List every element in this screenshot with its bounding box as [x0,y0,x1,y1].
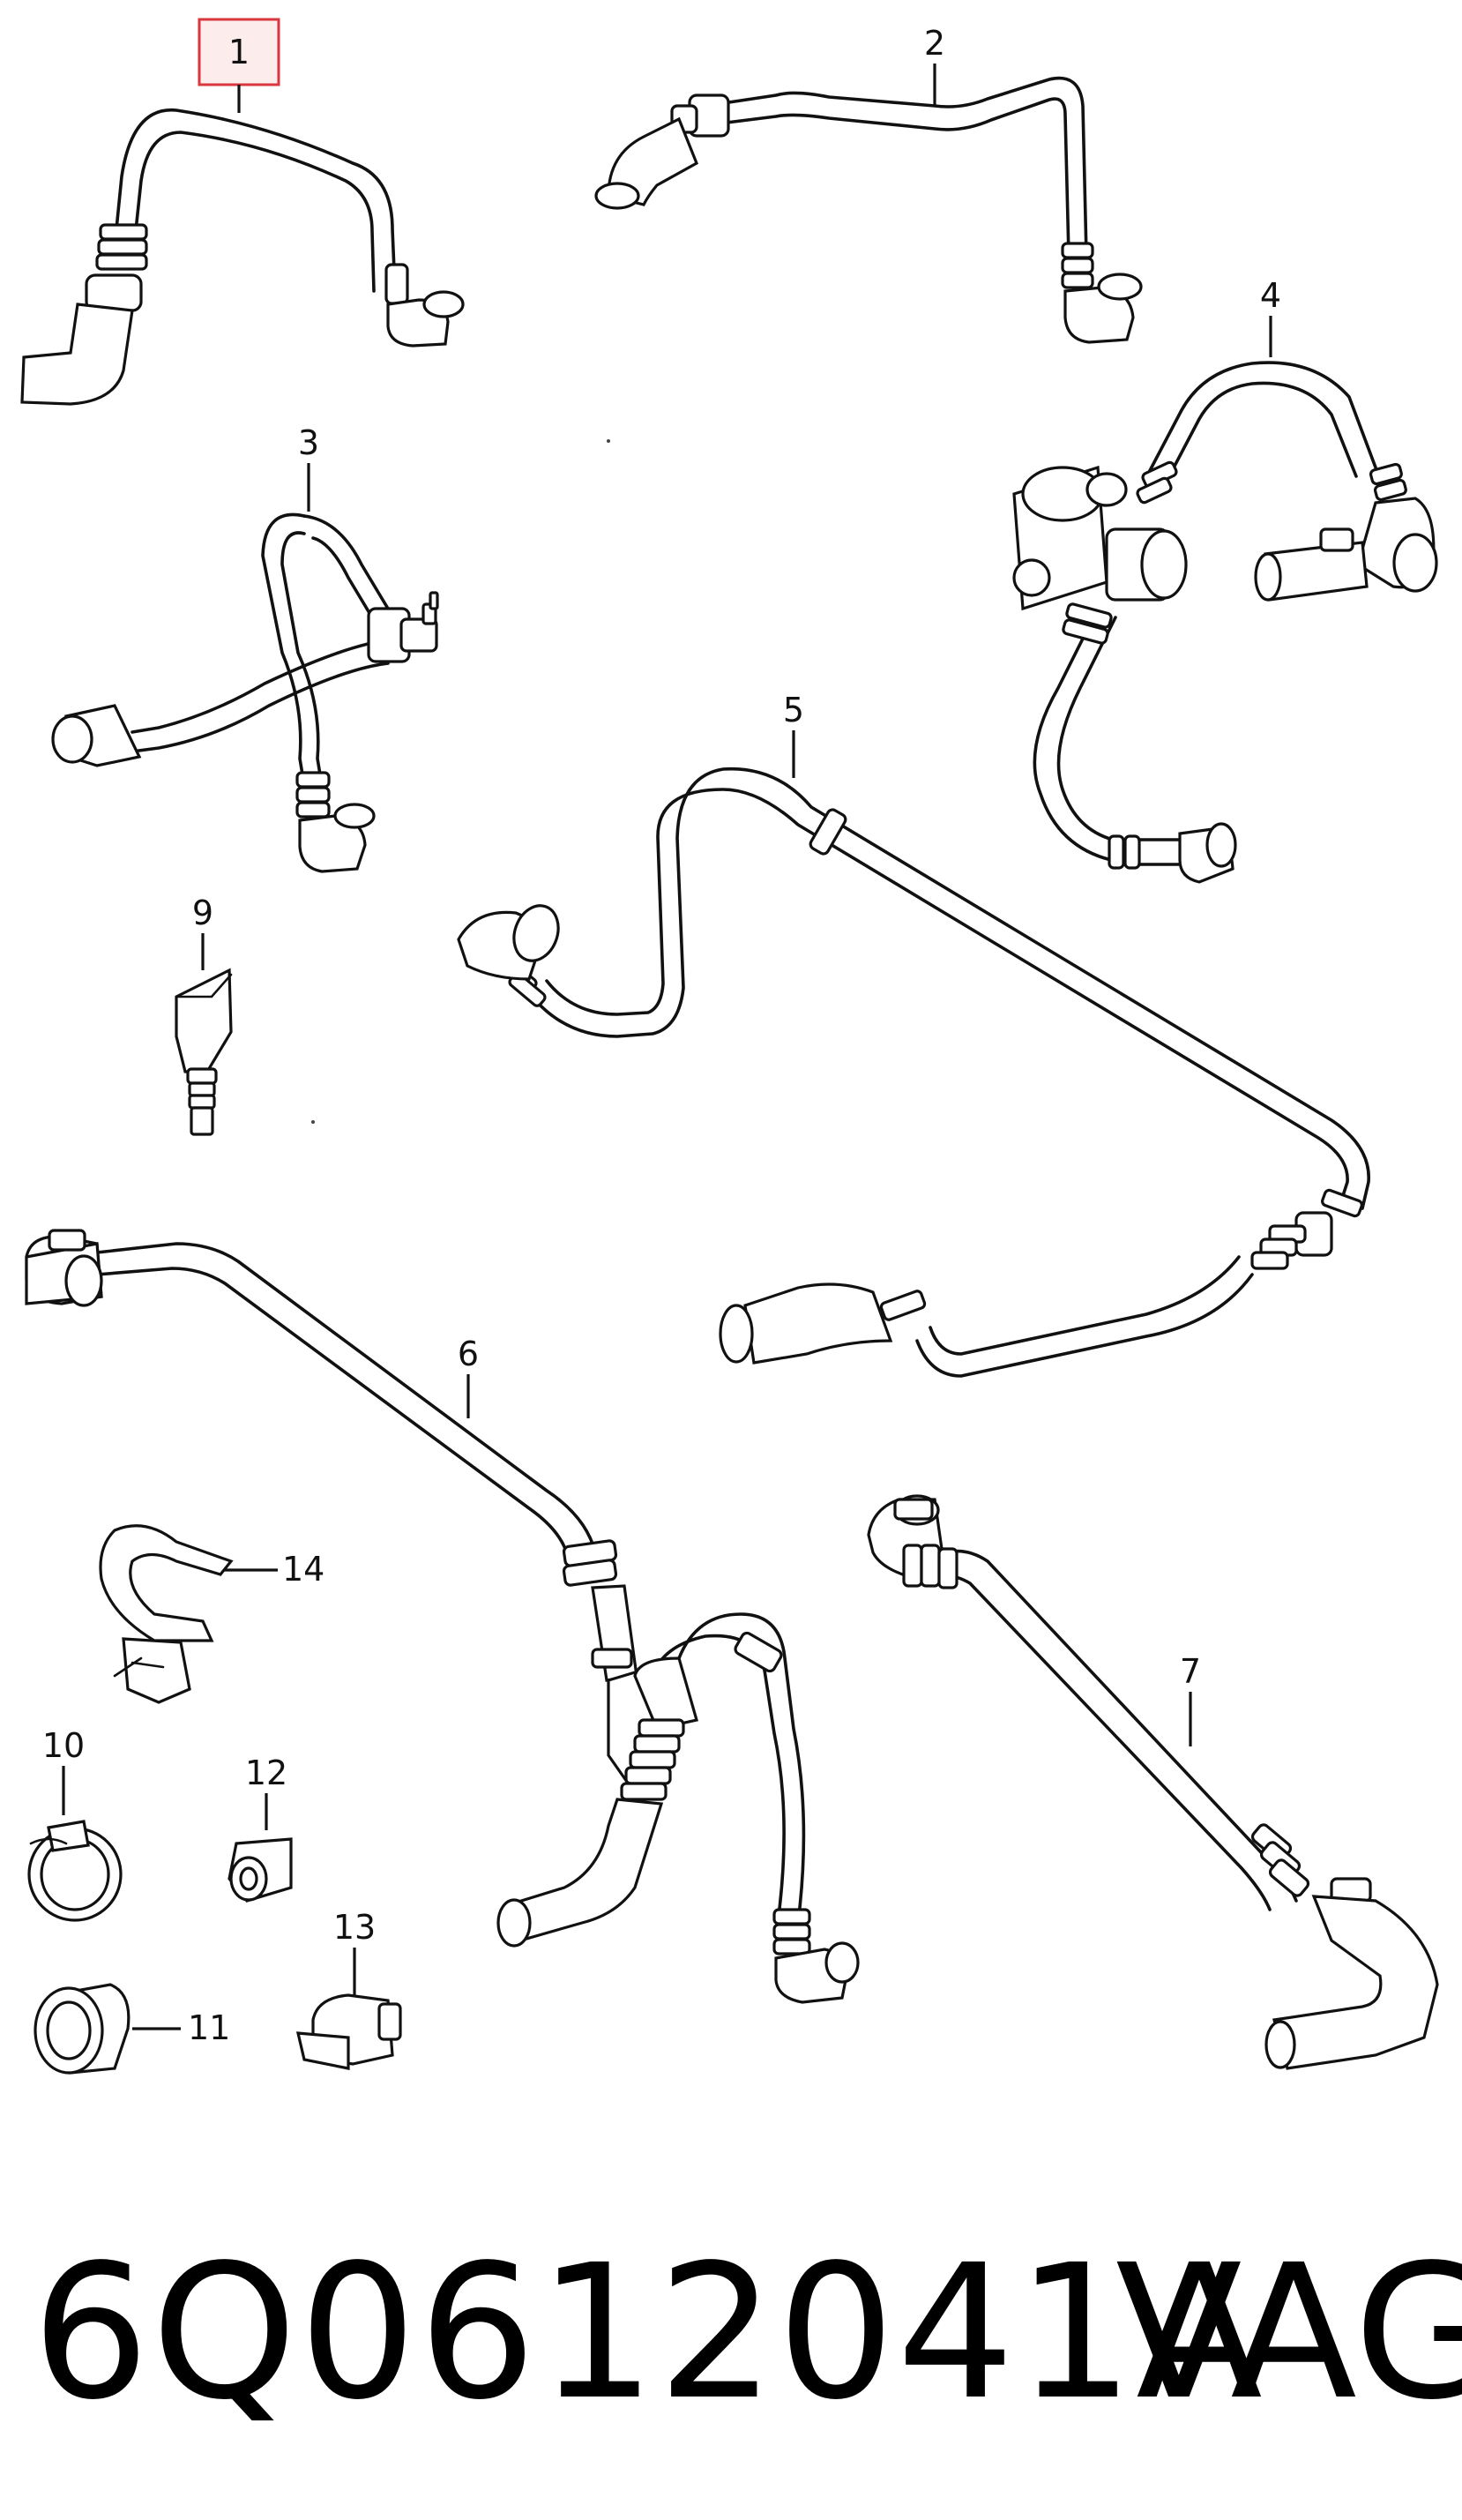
part-2-vacuum-hose[interactable]: 2 [594,24,1143,344]
callout-5-label: 5 [783,691,804,729]
brand-caption: VAG [1115,2225,1462,2441]
part-9-sensor[interactable]: 9 [175,894,233,1136]
part-12-grommet[interactable]: 12 [228,1754,293,1903]
part-6-vacuum-hose-branched[interactable]: 6 [25,1229,860,2004]
callout-3-label: 3 [298,423,319,462]
part-11-grommet[interactable]: 11 [34,1983,230,2075]
callout-7-label: 7 [1180,1652,1201,1691]
callout-1-label: 1 [228,33,250,71]
callout-2-label: 2 [924,24,945,63]
part-5-vacuum-hose-long[interactable]: 5 [457,691,1370,1378]
callout-11-label: 11 [188,2008,230,2047]
part-1-vacuum-hose[interactable]: 1 [20,18,465,406]
callout-13-label: 13 [333,1908,376,1947]
callout-4-label: 4 [1260,276,1281,315]
speck [311,1120,315,1124]
part-3-vacuum-hose[interactable]: 3 [51,423,439,873]
speck [607,439,610,443]
callout-9-label: 9 [192,894,213,932]
callout-12-label: 12 [245,1754,287,1792]
part-4-vacuum-hose-with-valve[interactable]: 4 [1012,276,1438,884]
part-10-hose-clamp[interactable]: 10 [27,1726,123,1922]
part-14-hose-clip[interactable]: 14 [99,1524,324,1704]
part-13-connector[interactable]: 13 [295,1908,402,2070]
callout-6-label: 6 [458,1335,479,1373]
callout-10-label: 10 [42,1726,85,1765]
part-7-vacuum-hose[interactable]: 7 [867,1494,1439,2070]
callout-1-highlight-box [198,18,280,86]
callout-14-label: 14 [282,1550,324,1589]
part-number-caption: 6Q0612041A [32,2225,1264,2441]
